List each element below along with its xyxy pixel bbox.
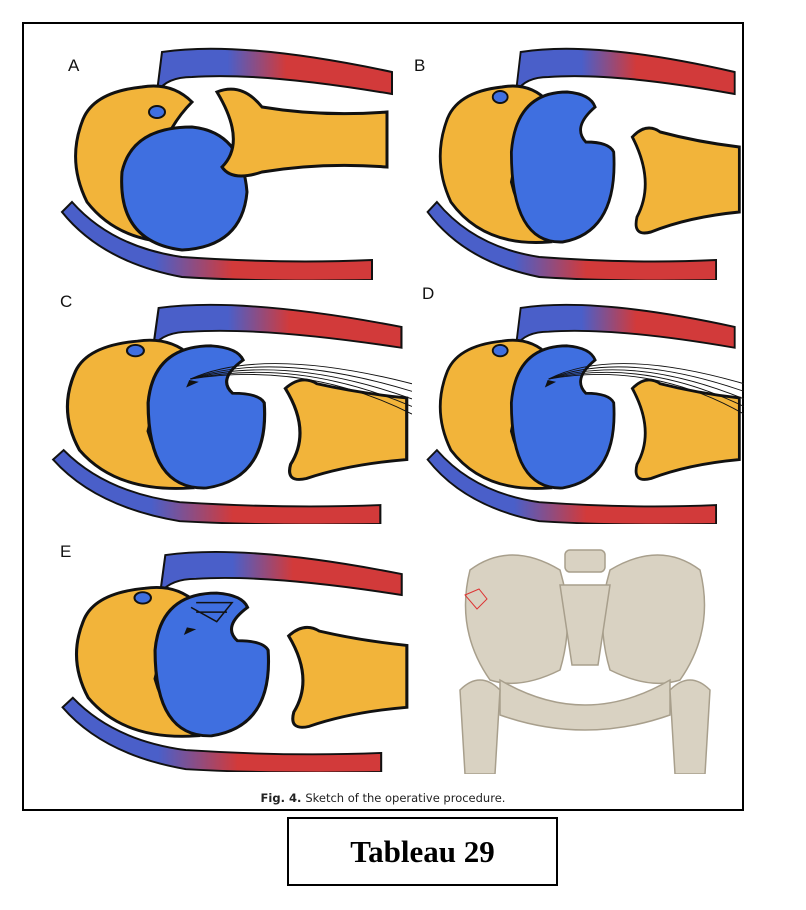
marker <box>464 588 488 610</box>
right-femur <box>669 679 711 774</box>
left-iliac-wing <box>464 554 569 685</box>
upper-muscle <box>515 47 736 96</box>
upper-muscle <box>515 303 736 349</box>
pelvis-illustration <box>440 530 730 774</box>
upper-muscle <box>156 47 393 96</box>
coracoid <box>148 105 166 119</box>
panel-label-d: D <box>422 284 435 303</box>
humeral-head <box>120 125 249 252</box>
lower-muscle <box>426 200 718 280</box>
lower-muscle <box>426 448 718 524</box>
coracoid <box>125 343 145 358</box>
pubis <box>499 678 671 731</box>
humeral-head <box>509 90 616 244</box>
sketch-panel-e <box>42 536 412 772</box>
lower-muscle <box>60 200 373 280</box>
upper-muscle <box>152 303 403 349</box>
panel-label-b: B <box>414 56 426 75</box>
sacrum <box>559 584 611 666</box>
caption-prefix: Fig. 4. <box>260 791 302 805</box>
humeral-head <box>509 344 616 490</box>
humeral-head <box>146 344 267 490</box>
humerus-shaft <box>214 87 389 178</box>
left-femur <box>459 679 501 774</box>
right-iliac-wing <box>601 554 706 685</box>
lower-muscle <box>51 448 382 524</box>
coracoid <box>491 90 509 104</box>
upper-muscle <box>159 550 403 597</box>
tableau-label: Tableau 29 <box>287 817 558 886</box>
humerus-shaft <box>630 126 741 235</box>
coracoid <box>133 591 152 605</box>
humerus-shaft <box>283 378 409 481</box>
sketch-panel-c <box>32 289 412 524</box>
figure-frame: A B C D E Fig. 4.Sketch of the operative… <box>22 22 744 811</box>
sketch-panel-a <box>42 32 402 280</box>
lumbar-vertebra <box>564 549 606 573</box>
sketch-panel-d <box>409 289 744 524</box>
coracoid <box>491 343 509 358</box>
humerus-shaft <box>286 625 409 729</box>
panel-label-c: C <box>60 292 73 311</box>
caption-text: Sketch of the operative procedure. <box>305 791 506 805</box>
sketch-panel-b <box>409 32 744 280</box>
panel-label-e: E <box>60 542 72 561</box>
lower-muscle <box>61 696 383 772</box>
figure-caption: Fig. 4.Sketch of the operative procedure… <box>24 791 742 805</box>
humerus-shaft <box>630 378 741 481</box>
humeral-head <box>153 591 271 738</box>
panel-label-a: A <box>68 56 80 75</box>
